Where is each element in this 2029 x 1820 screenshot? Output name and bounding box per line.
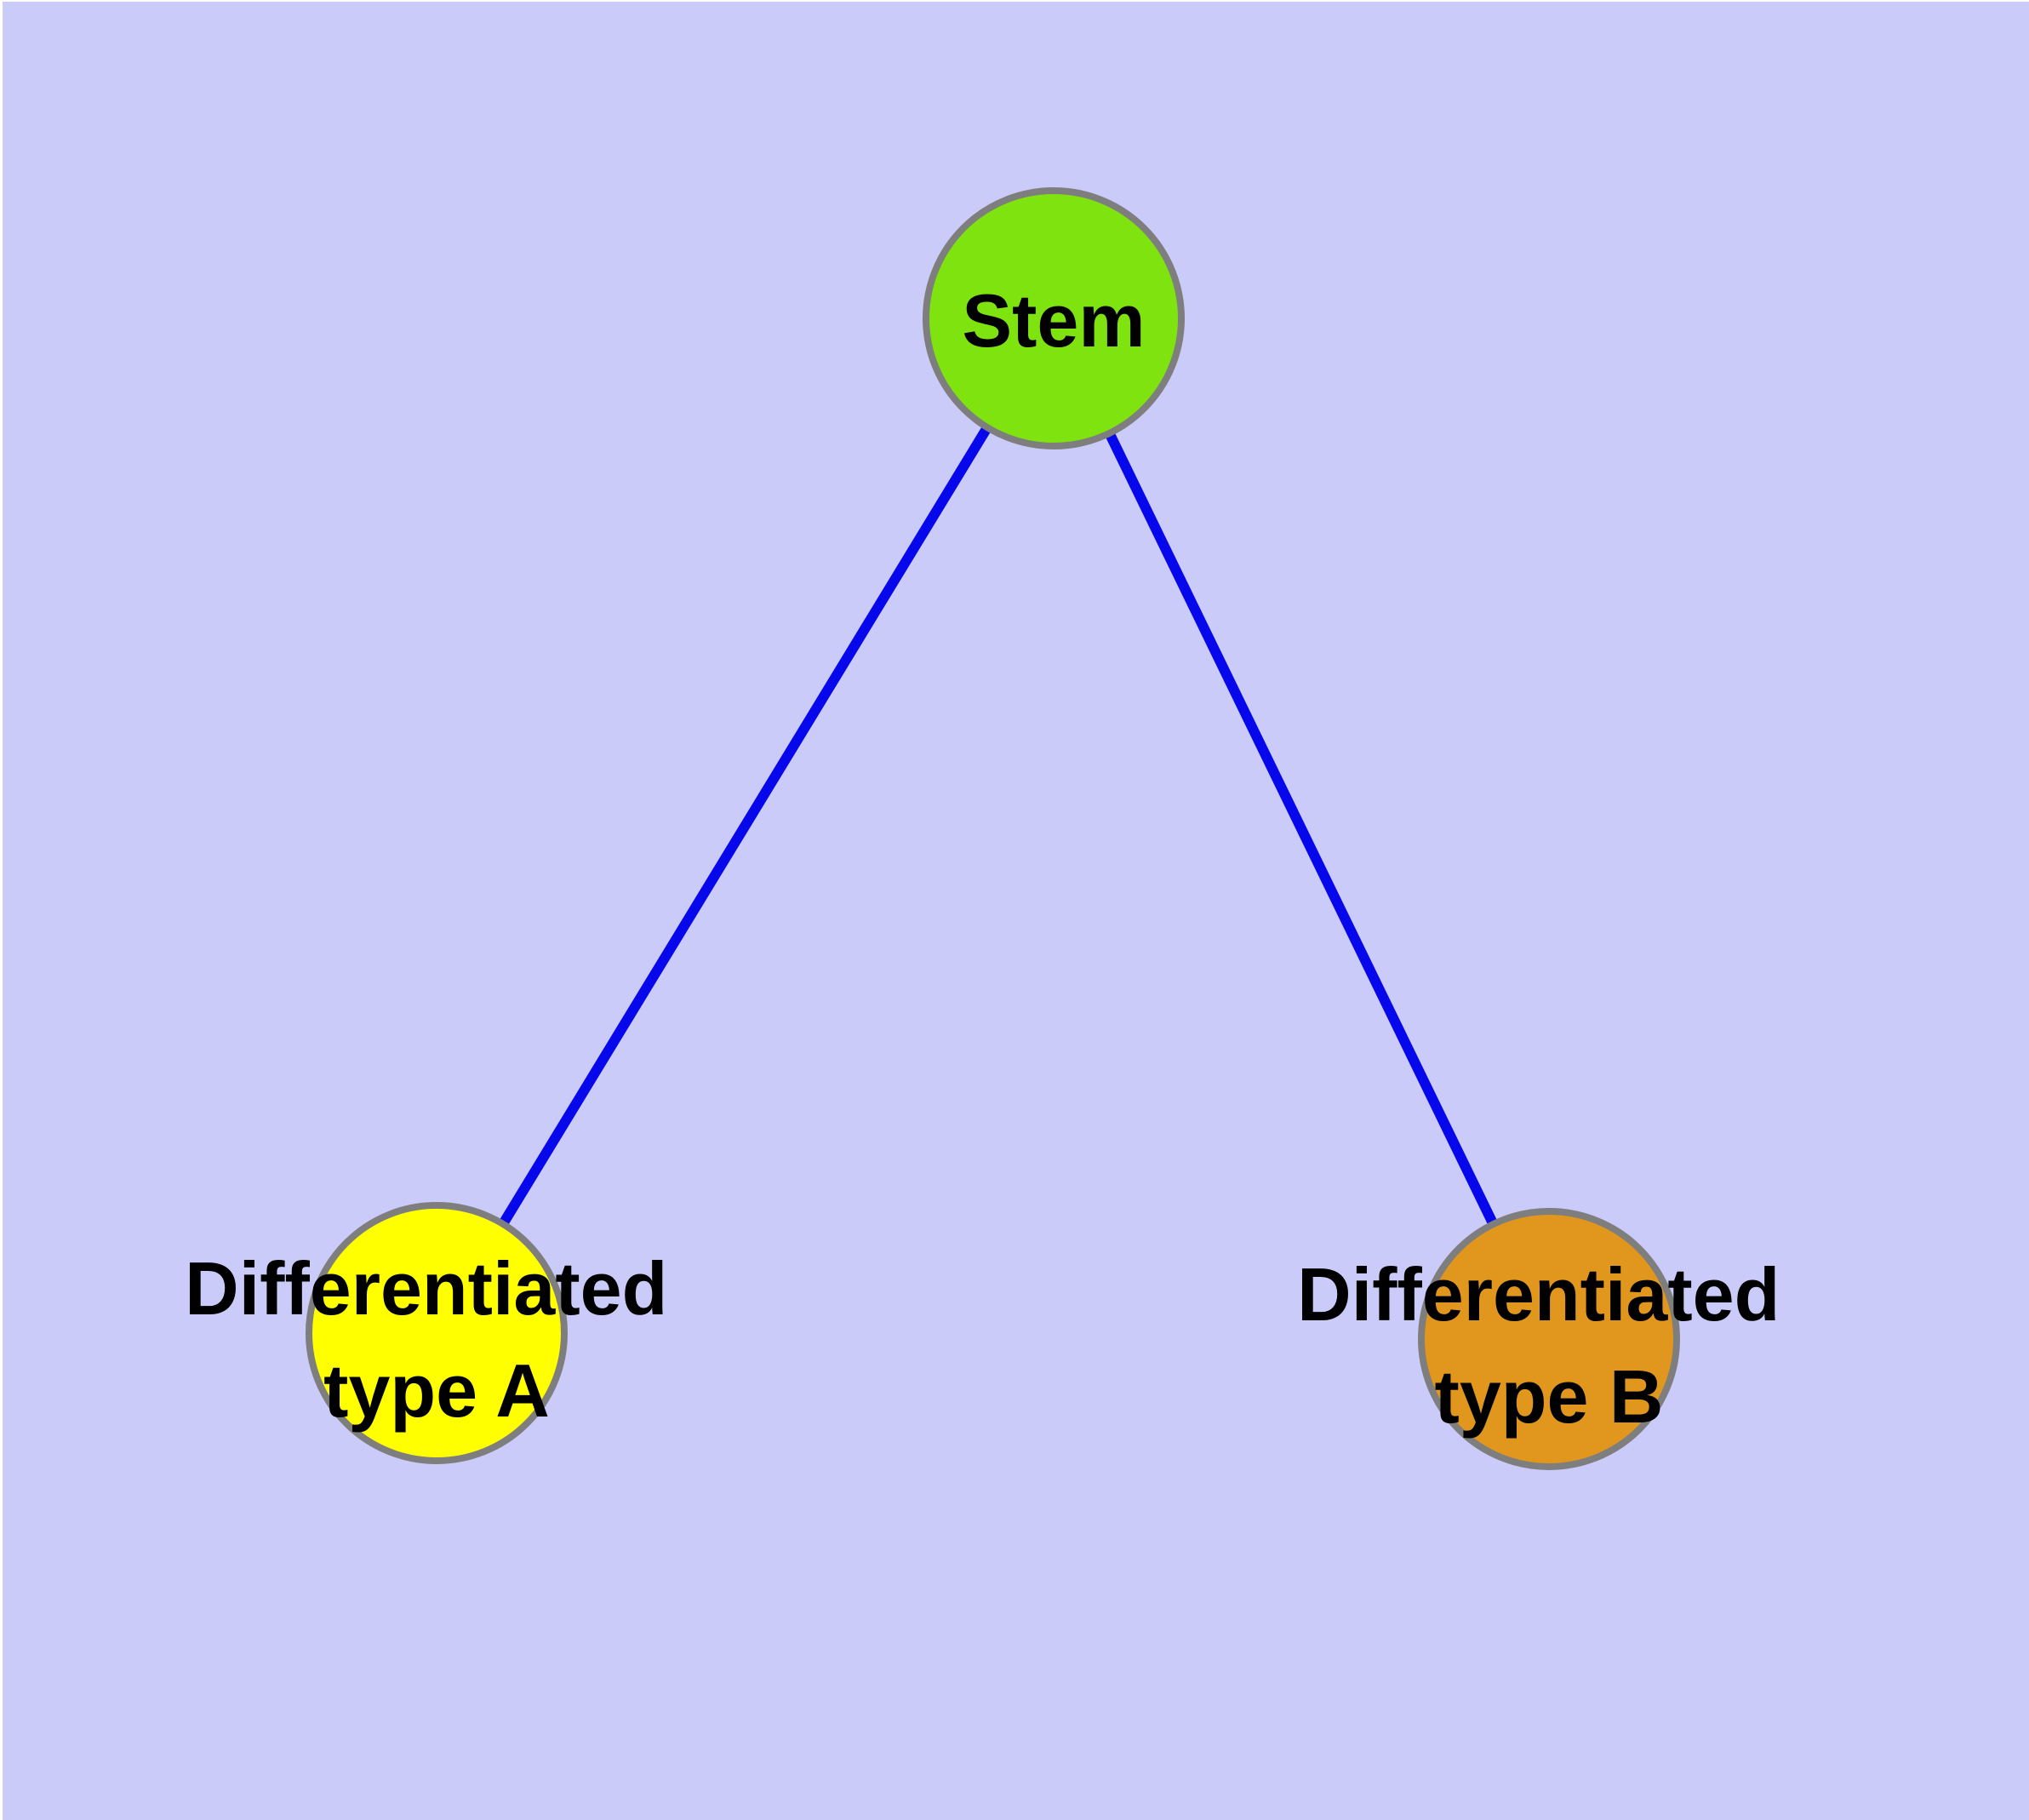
node-type-a-label-line1: Differentiated: [185, 1246, 667, 1331]
node-stem: Stem: [923, 187, 1185, 449]
node-type-b-label-line1: Differentiated: [1297, 1252, 1780, 1336]
node-type-b-label: Differentiated type B: [1297, 1252, 1801, 1439]
node-type-b: Differentiated type B: [1297, 1208, 1801, 1470]
node-type-a-label-line2: type A: [323, 1348, 550, 1433]
node-type-a-circle: [306, 1202, 568, 1464]
node-type-a-label: Differentiated type A: [185, 1246, 689, 1433]
edge-stem-to-type-a: [432, 315, 1059, 1336]
node-type-a: Differentiated type A: [185, 1202, 689, 1464]
node-stem-circle: [923, 187, 1185, 449]
node-type-b-circle: [1418, 1208, 1680, 1470]
node-type-b-label-line2: type B: [1435, 1354, 1664, 1439]
edge-stem-to-type-b: [1049, 316, 1554, 1342]
node-stem-label: Stem: [962, 278, 1145, 363]
